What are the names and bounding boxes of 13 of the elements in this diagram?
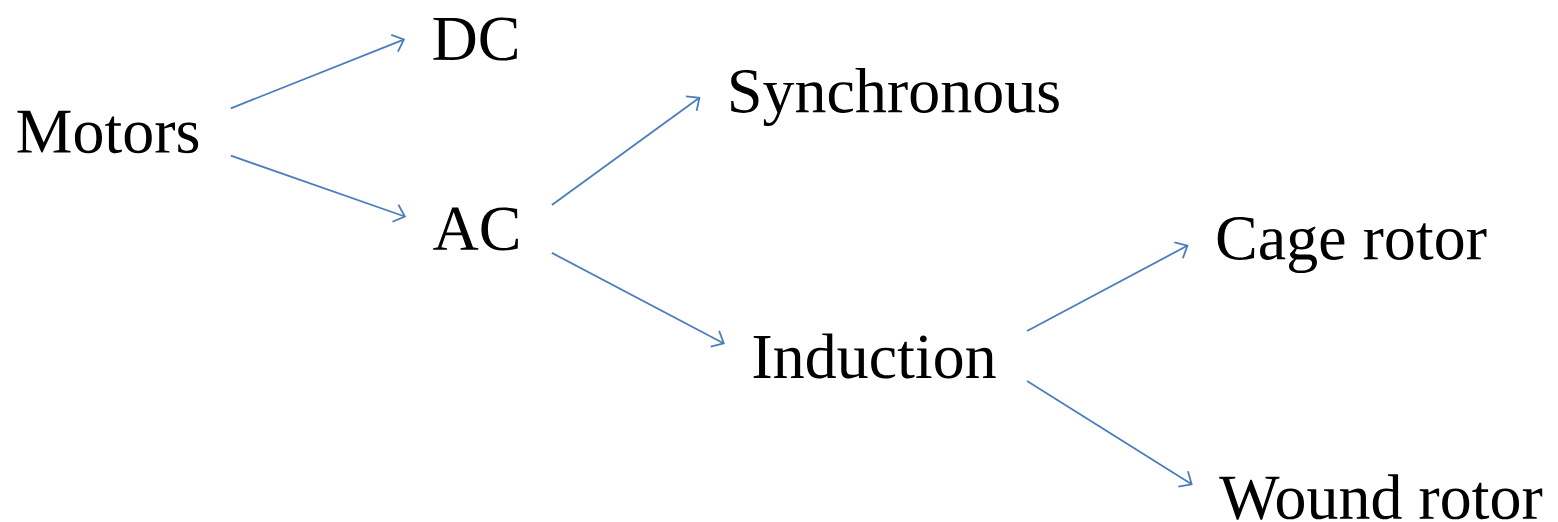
arrow (1026, 241, 1189, 332)
arrow (229, 154, 407, 223)
node-label: AC (433, 207, 518, 251)
node-label: Cage rotor (1217, 216, 1487, 274)
arrow (229, 33, 406, 110)
node-label: Induction (753, 333, 996, 379)
node-label: Wound rotor (1219, 474, 1543, 520)
arrow (1026, 380, 1193, 488)
node-label: DC (433, 17, 517, 61)
arrow (550, 252, 725, 348)
arrow (550, 95, 701, 206)
node-label: Synchronous (731, 67, 1059, 127)
node-label: Motors (17, 110, 199, 154)
